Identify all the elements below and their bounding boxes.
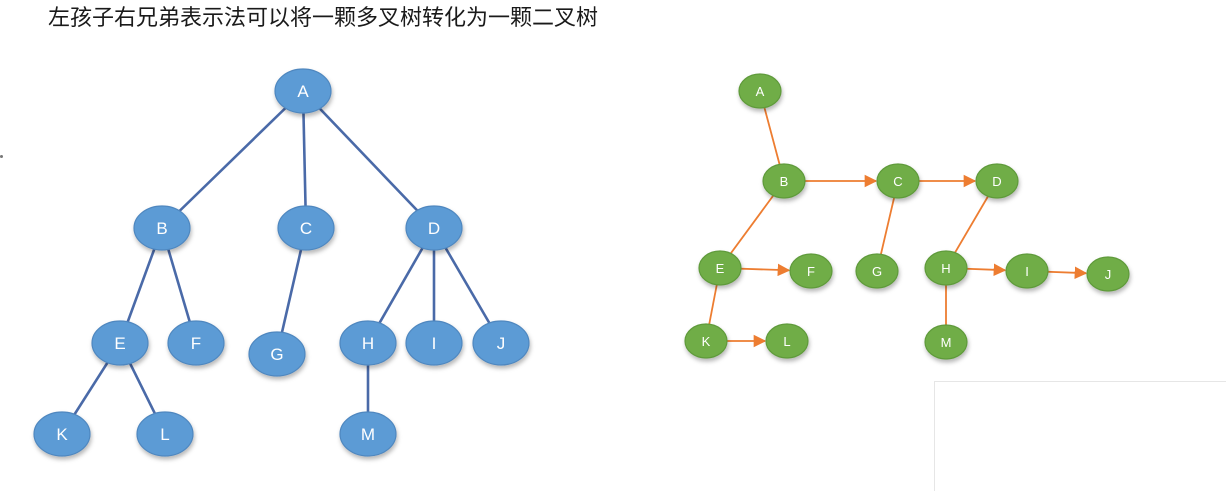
right-node-shape bbox=[1005, 253, 1049, 289]
left-node-m: M bbox=[339, 411, 397, 457]
right-node-a: A bbox=[738, 73, 782, 109]
right-node-label: A bbox=[756, 84, 765, 99]
right-node-m: M bbox=[924, 324, 968, 360]
left-node-j: J bbox=[472, 320, 530, 366]
left-node-c: C bbox=[277, 205, 335, 251]
right-node-shape bbox=[975, 163, 1019, 199]
right-node-label: L bbox=[783, 334, 790, 349]
page-title: 左孩子右兄弟表示法可以将一颗多叉树转化为一颗二叉树 bbox=[48, 6, 599, 31]
right-tree-edges bbox=[705, 90, 1088, 348]
margin-mark bbox=[0, 155, 3, 158]
right-node-label: C bbox=[893, 174, 902, 189]
left-node-h: H bbox=[339, 320, 397, 366]
left-tree-nodes: A B C D E F G H I J K L M bbox=[33, 68, 530, 457]
left-node-shape bbox=[133, 205, 191, 251]
left-node-label: H bbox=[362, 334, 374, 353]
left-edge-a-d bbox=[302, 90, 435, 229]
right-node-shape bbox=[924, 250, 968, 286]
right-node-e: E bbox=[698, 250, 742, 286]
right-node-shape bbox=[876, 163, 920, 199]
right-node-label: B bbox=[780, 174, 789, 189]
right-node-shape bbox=[738, 73, 782, 109]
right-node-shape bbox=[855, 253, 899, 289]
right-node-shape bbox=[684, 323, 728, 359]
right-node-i: I bbox=[1005, 253, 1049, 289]
left-node-shape bbox=[472, 320, 530, 366]
right-node-label: F bbox=[807, 264, 815, 279]
left-node-shape bbox=[91, 320, 149, 366]
right-node-c: C bbox=[876, 163, 920, 199]
left-node-label: C bbox=[300, 219, 312, 238]
corner-frame bbox=[934, 381, 1226, 491]
left-node-label: I bbox=[432, 334, 437, 353]
right-node-label: I bbox=[1025, 264, 1029, 279]
left-node-label: D bbox=[428, 219, 440, 238]
left-node-shape bbox=[405, 320, 463, 366]
left-node-d: D bbox=[405, 205, 463, 251]
right-node-label: H bbox=[941, 261, 950, 276]
left-node-l: L bbox=[136, 411, 194, 457]
right-node-shape bbox=[924, 324, 968, 360]
left-node-label: J bbox=[497, 334, 506, 353]
left-node-label: K bbox=[56, 425, 68, 444]
right-node-shape bbox=[698, 250, 742, 286]
right-node-l: L bbox=[765, 323, 809, 359]
right-node-d: D bbox=[975, 163, 1019, 199]
right-node-h: H bbox=[924, 250, 968, 286]
left-node-label: G bbox=[270, 345, 283, 364]
right-node-label: J bbox=[1105, 267, 1112, 282]
left-node-shape bbox=[136, 411, 194, 457]
left-node-label: L bbox=[160, 425, 169, 444]
left-node-label: A bbox=[297, 82, 309, 101]
right-node-label: M bbox=[941, 335, 952, 350]
left-node-shape bbox=[248, 331, 306, 377]
right-node-label: G bbox=[872, 264, 882, 279]
left-node-shape bbox=[339, 320, 397, 366]
left-node-shape bbox=[33, 411, 91, 457]
right-node-b: B bbox=[762, 163, 806, 199]
right-node-j: J bbox=[1086, 256, 1130, 292]
right-node-g: G bbox=[855, 253, 899, 289]
left-node-shape bbox=[277, 205, 335, 251]
left-node-g: G bbox=[248, 331, 306, 377]
left-node-k: K bbox=[33, 411, 91, 457]
right-node-label: K bbox=[702, 334, 711, 349]
left-node-i: I bbox=[405, 320, 463, 366]
left-node-shape bbox=[167, 320, 225, 366]
right-node-f: F bbox=[789, 253, 833, 289]
left-node-shape bbox=[339, 411, 397, 457]
right-tree-nodes: A B C D E F G H I J K L M bbox=[684, 73, 1130, 360]
left-edge-a-b bbox=[161, 90, 304, 229]
right-node-shape bbox=[762, 163, 806, 199]
left-node-label: E bbox=[114, 334, 125, 353]
left-node-e: E bbox=[91, 320, 149, 366]
left-node-f: F bbox=[167, 320, 225, 366]
left-node-label: M bbox=[361, 425, 375, 444]
left-edge-a-c bbox=[301, 90, 308, 229]
left-node-a: A bbox=[274, 68, 332, 114]
right-node-shape bbox=[1086, 256, 1130, 292]
left-node-b: B bbox=[133, 205, 191, 251]
left-node-label: B bbox=[156, 219, 167, 238]
right-node-shape bbox=[765, 323, 809, 359]
left-node-shape bbox=[405, 205, 463, 251]
left-node-label: F bbox=[191, 334, 201, 353]
left-tree-edges bbox=[60, 90, 503, 435]
right-node-label: D bbox=[992, 174, 1001, 189]
right-node-k: K bbox=[684, 323, 728, 359]
left-node-shape bbox=[274, 68, 332, 114]
right-node-shape bbox=[789, 253, 833, 289]
right-node-label: E bbox=[716, 261, 725, 276]
